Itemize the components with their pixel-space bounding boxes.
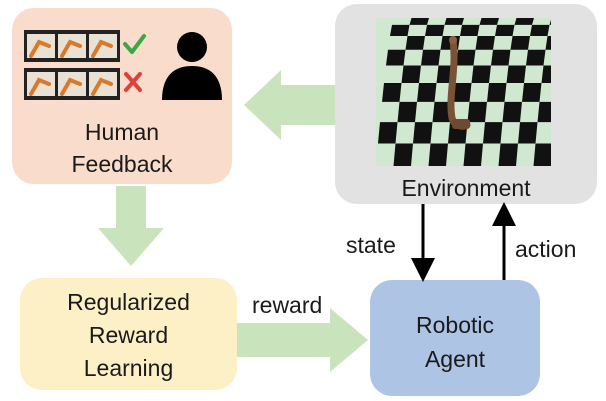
checker-tile [456,49,476,66]
checker-tile [393,143,413,166]
checker-tile [417,82,437,102]
checker-tile [471,65,491,83]
checker-tile [495,24,515,37]
environment-label: Environment [335,172,597,204]
env-to-feedback-arrow [244,70,335,140]
reward-learning-node [20,278,237,390]
action-edge-label: action [515,236,577,262]
checker-tile [549,19,551,25]
reward-learning-label: Regularized Reward Learning [20,286,237,385]
checker-tile [401,65,421,83]
robotic-agent-line1: Robotic [416,312,494,338]
checker-tile [397,101,417,123]
checker-tile [537,101,551,123]
robotic-agent-label: Robotic Agent [370,308,540,376]
checker-tile [526,49,546,66]
checker-tile [530,24,550,37]
checker-tile [428,143,448,166]
checker-tile [487,82,507,102]
frame-robot-arm [29,77,51,96]
checker-tile [514,18,534,25]
check-icon [123,34,146,54]
frame-robot-arm [29,39,51,58]
checker-tile [467,101,487,123]
person-icon [162,32,222,100]
checker-tile [479,18,499,25]
checker-tile [452,82,472,102]
robotic-agent-node [370,280,540,396]
checker-tile [522,82,542,102]
checker-tile [460,24,480,37]
reward-learning-line2: Reward [88,322,169,348]
checker-tile [498,143,518,166]
checker-tile [463,143,483,166]
frame-robot-arm [60,77,82,96]
checker-tile [541,65,551,83]
human-feedback-label: Human Feedback [12,116,232,180]
checker-tile [545,36,551,50]
checker-tile [502,101,522,123]
frame-robot-arm [91,77,113,96]
human-feedback-line2: Feedback [71,151,173,177]
reward-learning-line3: Learning [83,355,174,381]
checker-tile [382,82,402,102]
checker-tile [518,122,538,144]
checker-tile [510,36,530,50]
checker-tile [491,49,511,66]
human-feedback-line1: Human [84,119,160,145]
checker-tile [413,122,433,144]
learning-to-agent-arrow [237,308,368,372]
feedback-to-learning-arrow [98,186,164,266]
checker-tile [390,24,410,37]
state-edge-label: state [346,232,396,258]
checker-tile [475,36,495,50]
environment-simulation-image [376,18,551,166]
checker-tile [533,143,551,166]
reward-learning-line1: Regularized [67,289,190,315]
checker-tile [409,18,429,25]
robotic-agent-line2: Agent [424,346,486,372]
checker-tile [425,24,445,37]
frame-robot-arm [60,39,82,58]
cross-icon [124,72,142,92]
frame-robot-arm [91,39,113,58]
trajectory-clips-image [24,30,120,100]
reward-edge-label: reward [252,292,323,318]
checker-tile [405,36,425,50]
checker-tile [386,49,406,66]
environment-text: Environment [401,175,531,201]
checker-tile [506,65,526,83]
checker-tile [421,49,441,66]
checker-tile [378,122,398,144]
checker-tile [444,18,464,25]
checker-tile [483,122,503,144]
checker-tile [432,101,452,123]
